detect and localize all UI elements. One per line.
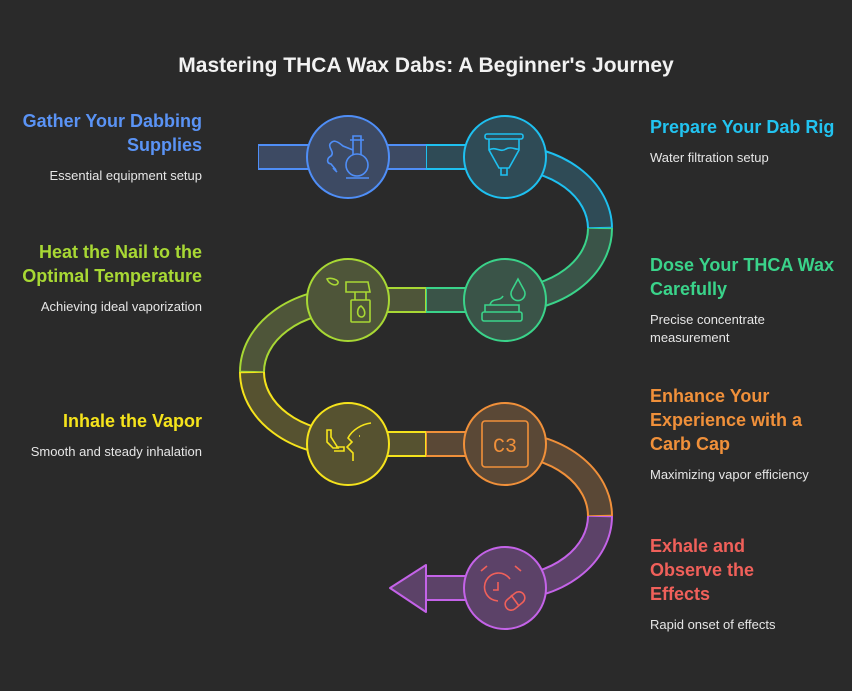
- step-prepare: Prepare Your Dab Rig Water filtration se…: [650, 115, 840, 167]
- step-title: Enhance Your Experience with a Carb Cap: [650, 386, 803, 454]
- torch-icon: [325, 277, 371, 323]
- step-dose: Dose Your THCA Wax Carefully Precise con…: [650, 253, 840, 347]
- step-desc: Maximizing vapor efficiency: [650, 467, 809, 482]
- step-exhale: Exhale and Observe the Effects Rapid ons…: [650, 534, 800, 634]
- step-title: Inhale the Vapor: [62, 411, 202, 431]
- circle-enhance: [463, 402, 547, 486]
- step-title: Gather Your Dabbing Supplies: [22, 111, 202, 155]
- circle-dose: [463, 258, 547, 342]
- arrow-head: [389, 564, 427, 613]
- step-title: Prepare Your Dab Rig: [650, 117, 835, 137]
- circle-inhale: [306, 402, 390, 486]
- inhale-icon: [326, 422, 372, 461]
- step-desc: Water filtration setup: [650, 150, 769, 165]
- timer-pill-icon: [480, 565, 526, 612]
- bong-icon: [326, 135, 369, 179]
- step-title: Heat the Nail to the Optimal Temperature: [22, 242, 202, 286]
- circle-gather: [306, 115, 390, 199]
- circle-heat: [306, 258, 390, 342]
- step-title: Dose Your THCA Wax Carefully: [650, 255, 835, 299]
- step-desc: Essential equipment setup: [49, 168, 202, 183]
- diagram-title: Mastering THCA Wax Dabs: A Beginner's Jo…: [178, 54, 674, 77]
- step-desc: Achieving ideal vaporization: [40, 299, 202, 314]
- circle-prepare: [463, 115, 547, 199]
- water-chamber-icon: [484, 133, 524, 176]
- circle-exhale: [463, 546, 547, 630]
- wax-dose-icon: [481, 277, 526, 322]
- step-heat: Heat the Nail to the Optimal Temperature…: [12, 240, 202, 316]
- svg-text:C3: C3: [493, 436, 517, 459]
- step-title: Exhale and Observe the Effects: [650, 536, 755, 604]
- step-gather: Gather Your Dabbing Supplies Essential e…: [12, 109, 202, 185]
- step-inhale: Inhale the Vapor Smooth and steady inhal…: [12, 409, 202, 461]
- step-desc: Rapid onset of effects: [650, 617, 776, 632]
- step-desc: Smooth and steady inhalation: [30, 444, 202, 459]
- carb-cap-icon: C3: [481, 420, 529, 468]
- step-desc: Precise concentrate measurement: [650, 312, 765, 345]
- step-enhance: Enhance Your Experience with a Carb Cap …: [650, 384, 830, 484]
